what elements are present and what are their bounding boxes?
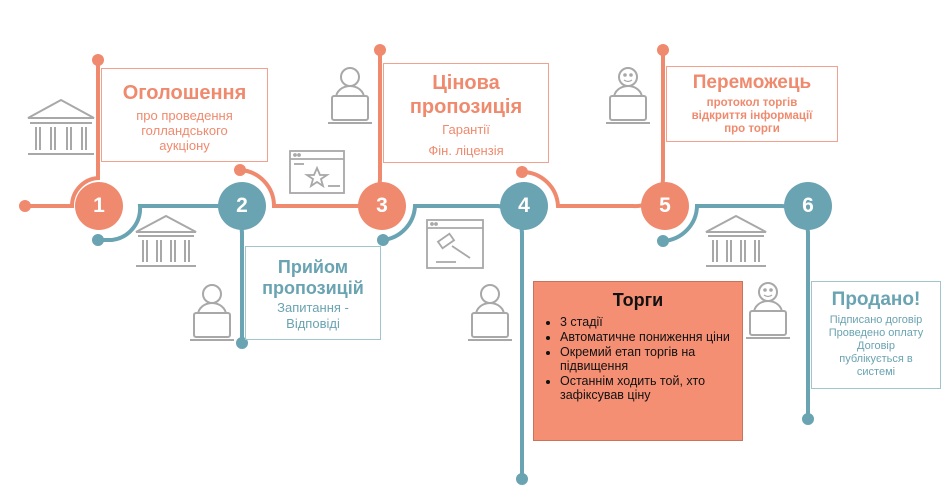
bank-icon: [27, 98, 95, 155]
list-item: Автоматичне пониження ціни: [560, 330, 736, 344]
step-3-title: пропозиція: [409, 96, 523, 118]
list-item: 3 стадії: [560, 315, 736, 329]
salmon-endpoints: [19, 44, 669, 212]
step-4-title: Торги: [612, 290, 664, 310]
user-laptop-icon: [328, 67, 372, 124]
step-1-line: аукціону: [159, 138, 210, 153]
step-4-box: Торги 3 стадії Автоматичне пониження цін…: [533, 281, 743, 441]
step-5-number: 5: [641, 182, 689, 230]
step-5-box: Переможець протокол торгів відкриття інф…: [666, 66, 838, 142]
user-laptop-icon: [468, 284, 512, 341]
step-5-line: протокол торгів: [706, 97, 798, 109]
step-1-line: про проведення: [136, 108, 233, 123]
step-5-line: відкриття інформації: [691, 110, 813, 122]
list-item: Останнім ходить той, хто зафіксував ціну: [560, 374, 736, 402]
step-1-box: Оголошення про проведення голландського …: [101, 68, 268, 162]
smiling-user-laptop-icon: [606, 67, 650, 124]
smiling-user-laptop-icon: [746, 282, 790, 339]
list-item: Окремий етап торгів на підвищення: [560, 345, 736, 373]
star-browser-icon: [289, 150, 345, 194]
bank-icon: [135, 214, 197, 267]
step-6-line: системі: [856, 366, 896, 378]
step-3-line: Фін. ліцензія: [428, 143, 504, 158]
step-3-title: Цінова: [432, 72, 500, 94]
step-1-title: Оголошення: [122, 82, 247, 104]
bank-icon: [705, 214, 767, 267]
step-5-line: про торги: [724, 123, 780, 135]
step-4-bullets: 3 стадії Автоматичне пониження ціни Окре…: [534, 315, 742, 402]
step-6-line: Договір: [857, 340, 895, 352]
step-3-line: Гарантії: [442, 122, 490, 137]
step-6-title: Продано!: [831, 289, 921, 310]
step-6-line: публікується в: [839, 353, 913, 365]
step-2-box: Прийом пропозицій Запитання - Відповіді: [245, 246, 381, 340]
step-2-title: Прийом: [277, 257, 349, 277]
step-2-title: пропозицій: [262, 278, 364, 298]
step-6-number: 6: [784, 182, 832, 230]
step-6-box: Продано! Підписано договір Проведено опл…: [811, 281, 941, 389]
user-laptop-icon: [190, 284, 234, 341]
step-2-number: 2: [218, 182, 266, 230]
step-2-line: Відповіді: [286, 316, 340, 331]
gavel-browser-icon: [426, 219, 484, 269]
teal-endpoints: [92, 234, 814, 485]
step-1-line: голландського: [141, 123, 228, 138]
step-6-line: Проведено оплату: [828, 327, 924, 339]
step-4-number: 4: [500, 182, 548, 230]
step-6-line: Підписано договір: [829, 314, 923, 326]
step-3-box: Цінова пропозиція Гарантії Фін. ліцензія: [383, 63, 549, 163]
step-1-number: 1: [75, 182, 123, 230]
step-3-number: 3: [358, 182, 406, 230]
step-2-line: Запитання -: [277, 300, 349, 315]
step-5-title: Переможець: [692, 72, 812, 93]
